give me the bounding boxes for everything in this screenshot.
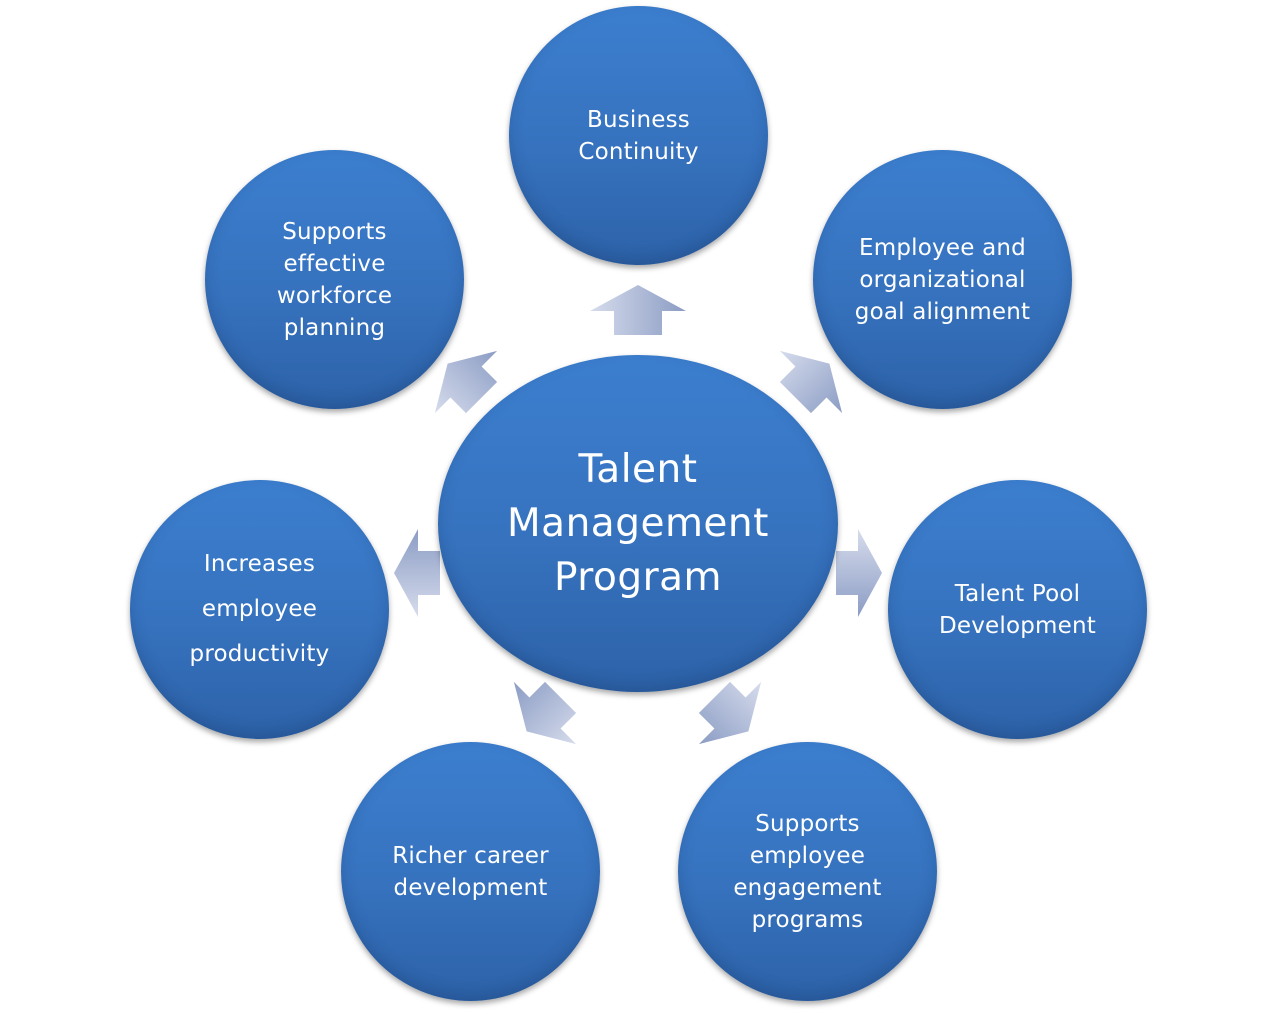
node-productivity: Increases employee productivity [130, 480, 389, 739]
node-label: Talent Pool Development [938, 580, 1097, 639]
arrow-to-engagement [698, 681, 762, 745]
node-label: Richer career development [392, 842, 549, 901]
center-node: Talent Management Program [438, 355, 838, 692]
arrow-to-workforce-planning [434, 350, 498, 414]
arrow-to-business-continuity [590, 285, 686, 335]
arrow-to-career [513, 681, 577, 745]
node-label: Employee and organizational goal alignme… [854, 234, 1031, 325]
node-label: Supports effective workforce planning [276, 218, 393, 341]
node-label: Increases employee productivity [189, 551, 330, 667]
arrow-to-productivity [394, 529, 440, 617]
node-label: Supports employee engagement programs [733, 810, 882, 933]
center-title: Talent Management Program [507, 446, 769, 600]
node-engagement: Supports employee engagement programs [678, 742, 937, 1001]
node-business-continuity: Business Continuity [509, 6, 768, 265]
node-career: Richer career development [341, 742, 600, 1001]
arrow-to-talent-pool [836, 529, 882, 617]
node-talent-pool: Talent Pool Development [888, 480, 1147, 739]
arrow-to-goal-alignment [779, 350, 843, 414]
node-workforce-planning: Supports effective workforce planning [205, 150, 464, 409]
node-label: Business Continuity [578, 106, 699, 165]
node-goal-alignment: Employee and organizational goal alignme… [813, 150, 1072, 409]
